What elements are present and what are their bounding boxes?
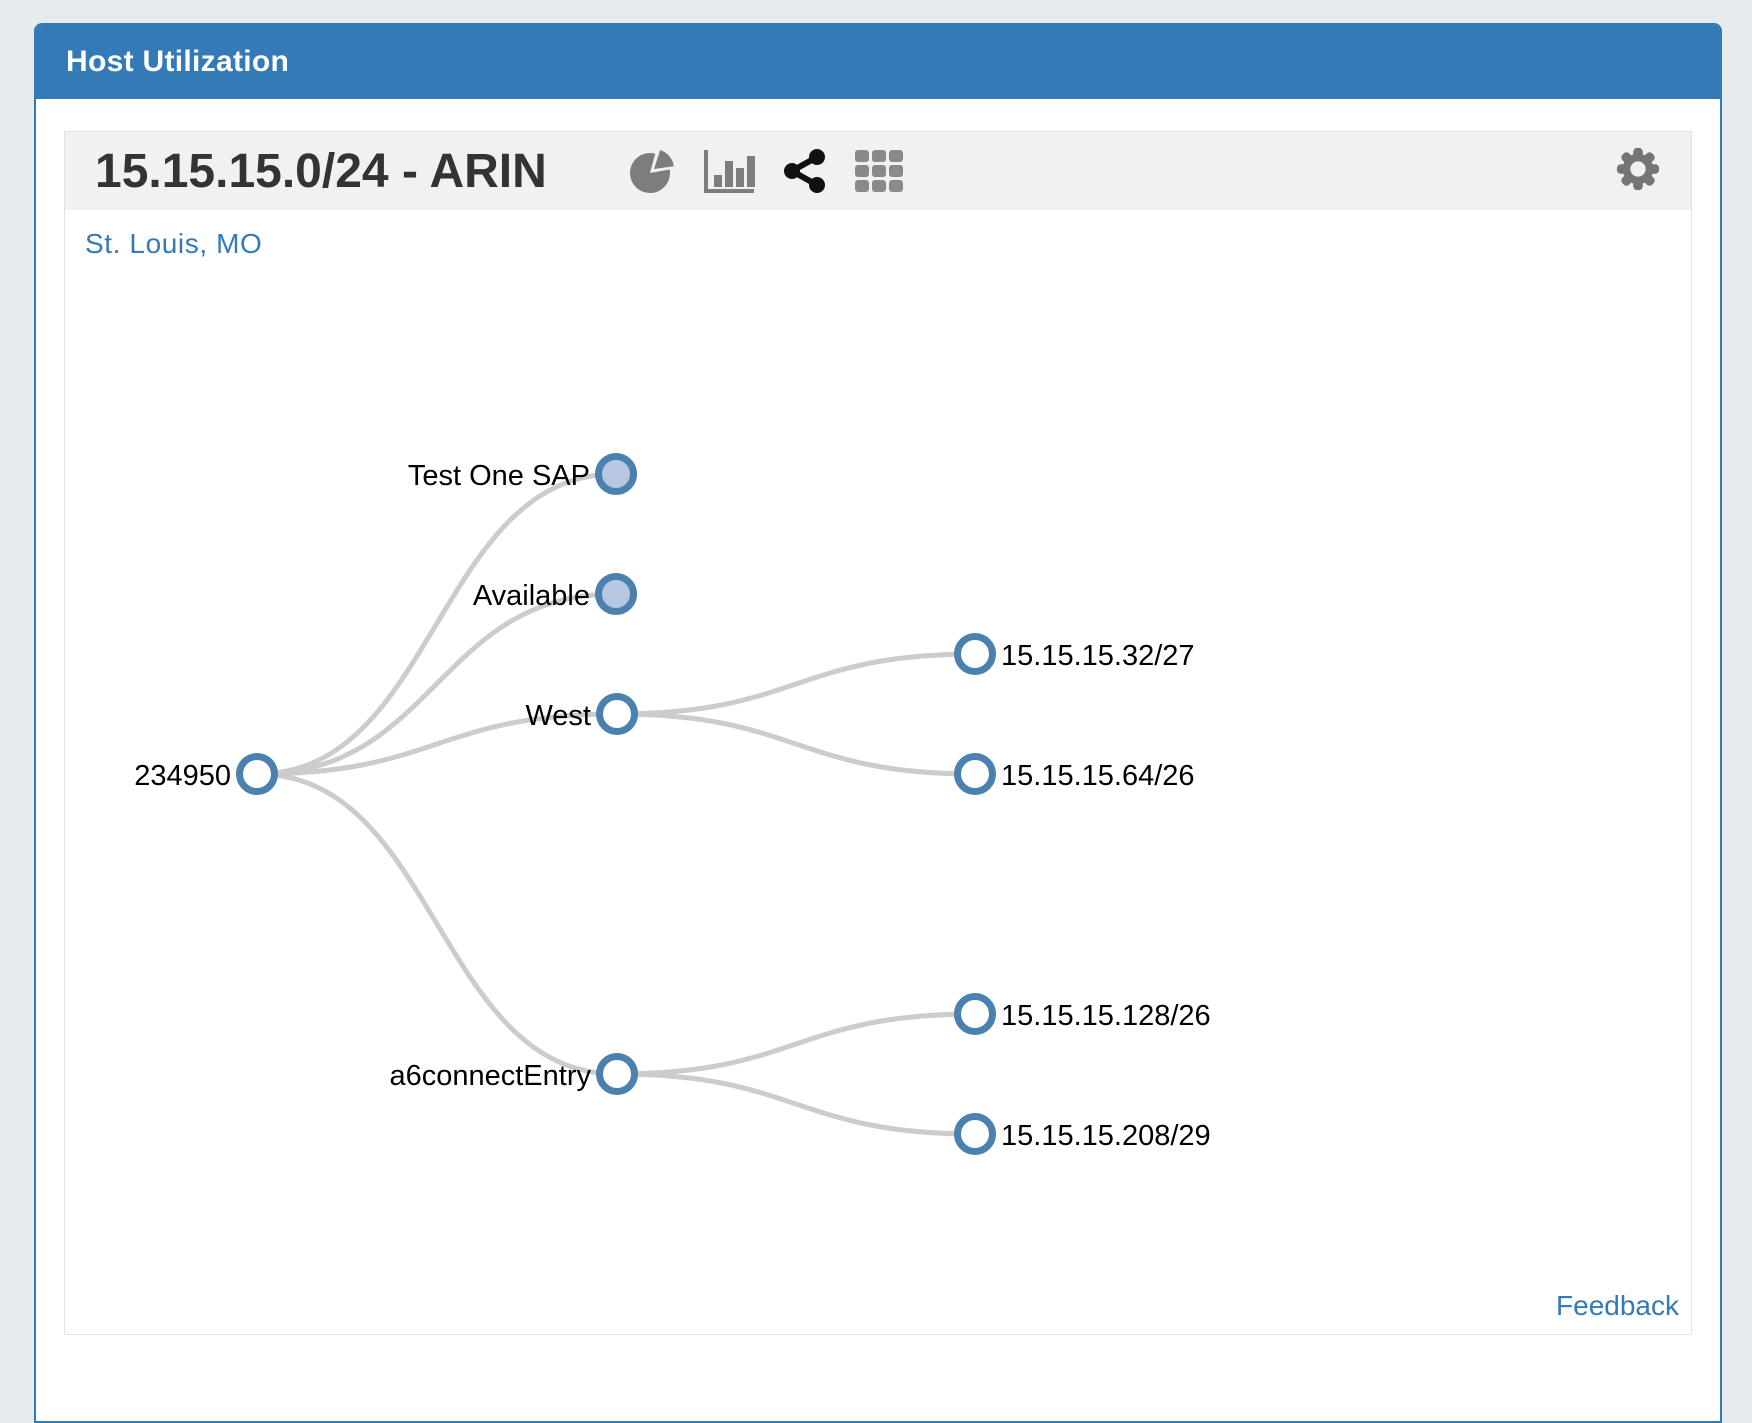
tree-edge — [616, 711, 976, 777]
tree-node-15-15-15-32-27[interactable]: 15.15.15.32/27 — [954, 633, 1195, 675]
widget-title: 15.15.15.0/24 - ARIN — [95, 144, 547, 198]
tree-edge — [256, 771, 618, 1077]
view-mode-icons — [629, 148, 903, 194]
node-circle[interactable] — [954, 633, 996, 675]
host-utilization-panel: Host Utilization 15.15.15.0/24 - ARIN — [34, 23, 1722, 1423]
node-label: West — [525, 700, 591, 732]
share-icon[interactable] — [783, 148, 827, 194]
feedback-link[interactable]: Feedback — [1556, 1290, 1679, 1321]
panel-header[interactable]: Host Utilization — [36, 25, 1720, 99]
tree-node-available[interactable]: Available — [473, 573, 637, 615]
bar-chart-icon[interactable] — [703, 148, 755, 194]
node-circle[interactable] — [596, 1053, 638, 1095]
panel-title: Host Utilization — [66, 45, 290, 78]
tree-edge — [616, 651, 976, 717]
node-label: 234950 — [134, 760, 231, 792]
node-label: 15.15.15.208/29 — [1001, 1120, 1211, 1152]
tree-node-test-one-sap[interactable]: Test One SAP — [408, 453, 637, 495]
tree-node-west[interactable]: West — [525, 693, 638, 735]
node-circle[interactable] — [954, 1113, 996, 1155]
node-circle[interactable] — [595, 573, 637, 615]
tree-node-15-15-15-208-29[interactable]: 15.15.15.208/29 — [954, 1113, 1211, 1155]
node-label: a6connectEntry — [389, 1060, 591, 1092]
page: { "panel": { "title": "Host Utilization"… — [34, 23, 1722, 1423]
node-label: 15.15.15.32/27 — [1001, 640, 1195, 672]
node-circle[interactable] — [596, 693, 638, 735]
tree-edge — [256, 711, 618, 777]
settings-gear-icon[interactable] — [1615, 146, 1661, 192]
tree-canvas: St. Louis, MO 234950 Test One SAP Availabl… — [65, 210, 1691, 1334]
tree-node-a6connectentry[interactable]: a6connectEntry — [389, 1053, 638, 1095]
widget-toolbar: 15.15.15.0/24 - ARIN — [65, 132, 1691, 210]
panel-body: 15.15.15.0/24 - ARIN — [36, 99, 1720, 1335]
node-circle[interactable] — [595, 453, 637, 495]
node-label: 15.15.15.128/26 — [1001, 1000, 1211, 1032]
tree-edge — [256, 471, 617, 777]
pie-chart-icon[interactable] — [629, 148, 675, 194]
subnet-widget: 15.15.15.0/24 - ARIN — [64, 131, 1692, 1335]
node-label: Available — [473, 580, 590, 612]
tree-node-234950[interactable]: 234950 — [134, 753, 278, 795]
tree-edge — [616, 1071, 976, 1137]
settings-wrap — [1615, 146, 1661, 197]
node-label: 15.15.15.64/26 — [1001, 760, 1195, 792]
node-circle[interactable] — [236, 753, 278, 795]
grid-icon[interactable] — [854, 150, 903, 192]
node-circle[interactable] — [954, 993, 996, 1035]
node-circle[interactable] — [954, 753, 996, 795]
tree-edge — [256, 591, 617, 777]
location-link[interactable]: St. Louis, MO — [85, 228, 263, 259]
tree-node-15-15-15-128-26[interactable]: 15.15.15.128/26 — [954, 993, 1211, 1035]
node-label: Test One SAP — [408, 460, 590, 492]
tree-edge — [616, 1011, 976, 1077]
tree-node-15-15-15-64-26[interactable]: 15.15.15.64/26 — [954, 753, 1195, 795]
